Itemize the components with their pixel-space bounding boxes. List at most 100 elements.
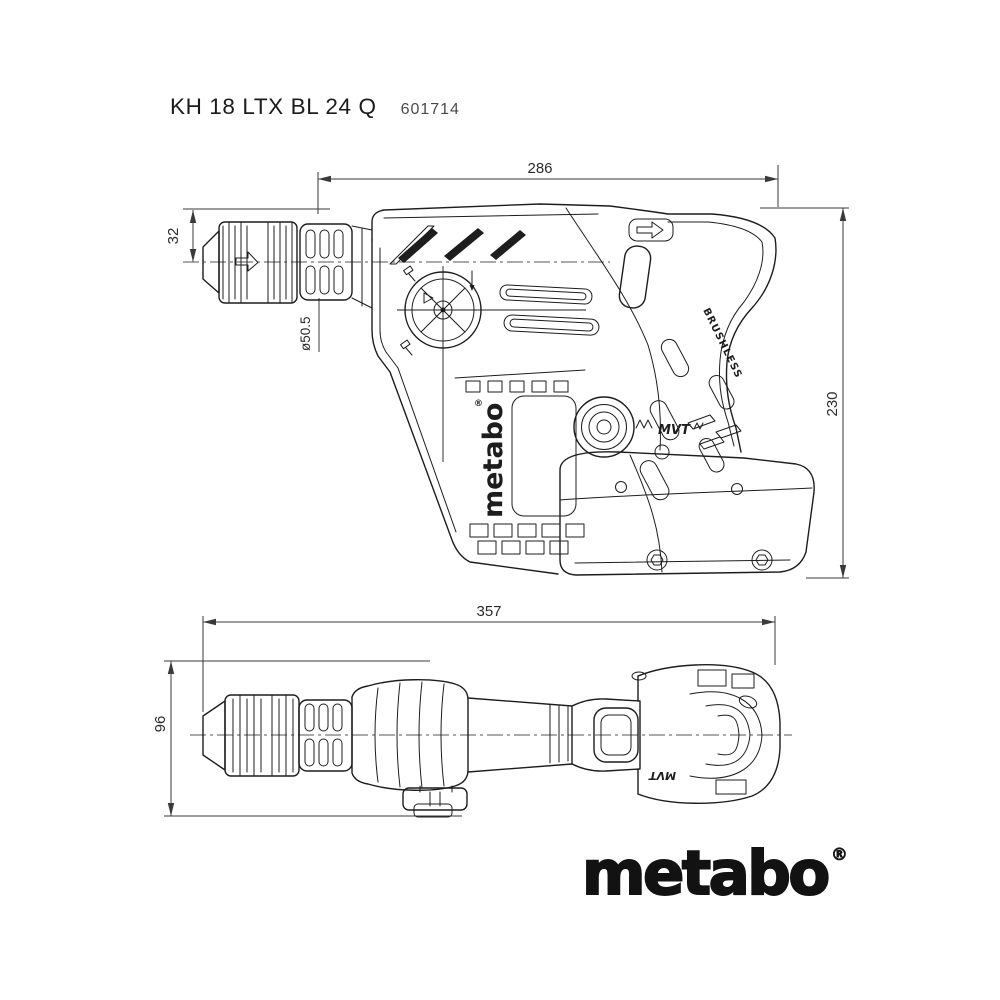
- collar-slot: [305, 229, 316, 259]
- mvt-label-top: MVT: [648, 769, 676, 782]
- chuck-ribs: [222, 221, 293, 304]
- collar-slot: [305, 265, 316, 295]
- battery-tab-top: [697, 669, 727, 687]
- battery-contacts: [469, 523, 585, 555]
- metabo-wordmark: metabo®: [581, 842, 848, 905]
- collar-side: [299, 223, 373, 309]
- vent-outline: [389, 225, 435, 265]
- mode-icon-part: [408, 273, 416, 282]
- side-knob-top: [402, 785, 468, 818]
- battery-outline: [559, 451, 815, 576]
- dim-96-value: 96: [152, 716, 169, 733]
- housing-side: [371, 203, 777, 575]
- dim-357-arrow-right: [762, 618, 775, 626]
- battery-screw-small: [615, 481, 627, 493]
- article-number: 601714: [400, 101, 460, 118]
- grip-pad: [698, 437, 725, 473]
- handle-inner-arcs: [689, 691, 763, 779]
- damper-ring: [596, 419, 612, 435]
- body-slot-inner: [505, 288, 587, 301]
- dim-230-value: 230: [824, 391, 841, 416]
- vent-bars: [398, 228, 526, 263]
- display-panel: [511, 395, 577, 517]
- battery-pack-side: [559, 414, 815, 576]
- battery-screw: [646, 549, 668, 571]
- body-logo-metabo: metabo: [478, 403, 509, 518]
- battery-seams: [559, 454, 813, 573]
- chuck-body: [218, 221, 298, 304]
- side-view: 286 32 ø50.5 230: [165, 160, 849, 579]
- dim-length-286: 286: [317, 160, 779, 214]
- housing-top-rear-outline: [371, 203, 777, 453]
- chuck-nose-top: [202, 700, 226, 771]
- dim-286-arrow-right: [765, 175, 778, 183]
- fwd-rev-arrow-icon: [636, 221, 664, 239]
- dim-height-230: 230: [760, 207, 849, 579]
- dim-96-arrow-bottom: [167, 803, 175, 816]
- grip-panel-seam: [454, 369, 586, 379]
- rear-vent-slots: [687, 414, 742, 450]
- mode-icon-drill: [469, 270, 475, 291]
- housing-inner-lines: [379, 213, 599, 533]
- dim-spindle-32: 32: [165, 208, 330, 262]
- collar-housing-joint: [351, 225, 373, 309]
- damper-ring: [581, 404, 627, 450]
- grip-pad: [649, 400, 680, 441]
- vibratech-damper: MVT: [573, 396, 704, 458]
- mvt-label-side: MVT: [658, 423, 691, 438]
- knob-connector: [419, 785, 453, 793]
- housing-front-grip-outline: [371, 239, 559, 575]
- mode-dial: [397, 265, 586, 462]
- motor-block-top: [571, 698, 641, 772]
- dim-230-lines: [760, 207, 849, 579]
- dim-357-arrow-left: [203, 618, 216, 626]
- collar-slot-top: [304, 738, 315, 767]
- chuck-arrow-icon: [235, 251, 259, 272]
- battery-screw-hex: [650, 554, 664, 566]
- top-view-tool: MVT: [202, 664, 781, 818]
- chuck-body-top: [224, 694, 300, 777]
- body-handle-seam: [565, 207, 661, 451]
- damper-ring: [573, 396, 635, 458]
- collar-slot-top: [332, 703, 343, 732]
- collar-slot: [319, 265, 330, 295]
- chuck-ribs-top: [232, 694, 294, 777]
- dim-32-arrow-bottom: [189, 249, 197, 262]
- gear-housing-top: [351, 679, 573, 791]
- mode-icon-part: [469, 285, 475, 291]
- vent-slots: [389, 225, 526, 265]
- collar-slot-top: [332, 738, 343, 767]
- metabo-wordmark-text: metabo: [581, 838, 831, 909]
- dial-outer: [404, 271, 482, 349]
- grip-brand-panel: ® metabo: [465, 380, 585, 555]
- body-logo-registered: ®: [474, 399, 483, 409]
- motor-block-outline: [571, 698, 641, 772]
- battery-tab-top: [731, 673, 755, 689]
- dim-collar-diameter: ø50.5: [298, 298, 320, 352]
- dim-96-lines: [164, 660, 462, 817]
- collar-slot-top: [318, 738, 329, 767]
- motor-button-outer: [593, 707, 639, 763]
- mode-icon-part: [403, 265, 414, 276]
- knob-lines: [429, 791, 441, 807]
- neck-edges: [467, 697, 573, 773]
- dim-357-value: 357: [476, 603, 501, 620]
- dim-230-arrow-bottom: [839, 565, 847, 578]
- dim-32-arrow-top: [189, 210, 197, 223]
- panel-slats: [465, 380, 569, 393]
- damper-ring: [588, 411, 620, 443]
- housing-bulge: [351, 679, 469, 791]
- motor-button-inner: [600, 714, 632, 756]
- fwd-rev-switch: [628, 218, 674, 242]
- latch-button: [654, 444, 670, 460]
- body-slot-inner: [509, 318, 594, 332]
- dim-width-96: 96: [152, 660, 462, 817]
- dim-230-arrow-top: [839, 208, 847, 221]
- knob-inner: [413, 803, 453, 818]
- dial-inner: [411, 278, 475, 342]
- handle-inner-line: [667, 221, 764, 447]
- chuck-side: [202, 221, 298, 304]
- dim-length-357: 357: [202, 603, 776, 712]
- side-view-tool: ® metabo MVT: [202, 203, 815, 576]
